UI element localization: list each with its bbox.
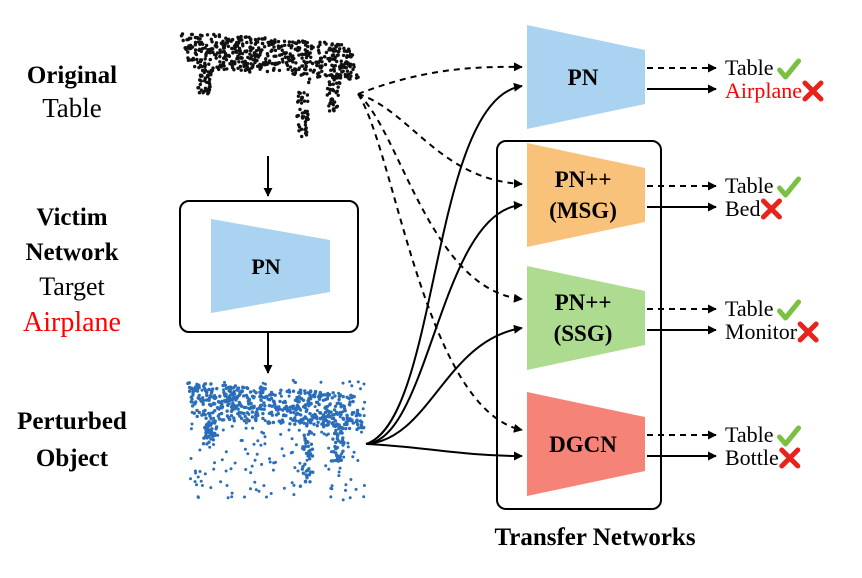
original-label-line1: Original: [27, 62, 117, 89]
network-pn: PN: [527, 25, 645, 129]
perturbed-label: Perturbed Object: [17, 408, 127, 472]
cross-icon: [797, 321, 819, 343]
cross-icon: [802, 80, 824, 102]
network-pnpp-ssg-shape: [527, 266, 645, 370]
victim-label-line3: Target: [39, 272, 105, 301]
original-point-cloud: [179, 32, 360, 139]
adv-arrow-dgcn: [365, 443, 523, 461]
victim-network-box: [179, 200, 359, 333]
transfer-networks-box: [496, 140, 662, 510]
clean-input-arrows: [357, 62, 523, 433]
network-pnpp-msg-shape: [527, 143, 645, 247]
network-dgcn-label: DGCN: [549, 432, 617, 457]
perturbed-label-line2: Object: [36, 445, 109, 472]
clean-arrow-dgcn: [357, 93, 523, 433]
network-dgcn: DGCN: [527, 392, 645, 496]
transfer-networks-label: Transfer Networks: [494, 524, 695, 551]
clean-prediction: Table: [725, 173, 774, 198]
transfer-network-list: PN PN++ (MSG) PN++ (SSG) DGCN: [527, 25, 645, 496]
check-icon: [777, 58, 802, 80]
network-pnpp-ssg: PN++ (SSG): [527, 266, 645, 370]
network-dgcn-shape: [527, 392, 645, 496]
prediction-outputs: TableAirplaneTableBedTableMonitorTableBo…: [647, 55, 824, 470]
adversarial-prediction: Airplane: [725, 78, 802, 103]
check-icon: [777, 176, 802, 198]
check-icon: [777, 299, 802, 321]
adv-arrow-msg: [365, 201, 523, 445]
victim-label-line2: Network: [25, 239, 118, 266]
perturbed-label-line1: Perturbed: [17, 408, 127, 435]
network-pnpp-msg-label: PN++: [555, 167, 612, 192]
check-icon: [777, 425, 802, 447]
adv-arrow-pn: [365, 82, 523, 445]
adversarial-prediction: Bottle: [725, 445, 779, 470]
clean-arrow-ssg: [357, 93, 523, 303]
network-pn-shape: [527, 25, 645, 129]
network-pnpp-msg-label: (MSG): [549, 198, 617, 223]
clean-prediction: Table: [725, 422, 774, 447]
victim-network-trapezoid: [211, 219, 330, 313]
clean-prediction: Table: [725, 296, 774, 321]
network-pn-label: PN: [568, 65, 599, 90]
original-label-line2: Table: [42, 93, 102, 123]
adversarial-prediction: Bed: [725, 196, 760, 221]
victim-label: Victim Network Target Airplane: [23, 204, 121, 338]
network-pnpp-ssg-label: PN++: [555, 290, 612, 315]
adversarial-prediction: Monitor: [725, 319, 798, 344]
clean-arrow-pn: [357, 62, 523, 95]
perturbed-point-cloud: [186, 378, 367, 502]
adversarial-input-arrows: [365, 82, 523, 461]
clean-prediction: Table: [725, 55, 774, 80]
network-pnpp-ssg-label: (SSG): [554, 321, 613, 346]
cross-icon: [779, 447, 801, 469]
network-pnpp-msg: PN++ (MSG): [527, 143, 645, 247]
adv-arrow-ssg: [365, 324, 523, 445]
victim-network-label: PN: [251, 254, 280, 279]
victim-label-line1: Victim: [36, 204, 107, 231]
original-label: Original Table: [27, 62, 117, 123]
cross-icon: [760, 198, 782, 220]
target-class-label: Airplane: [23, 307, 121, 338]
